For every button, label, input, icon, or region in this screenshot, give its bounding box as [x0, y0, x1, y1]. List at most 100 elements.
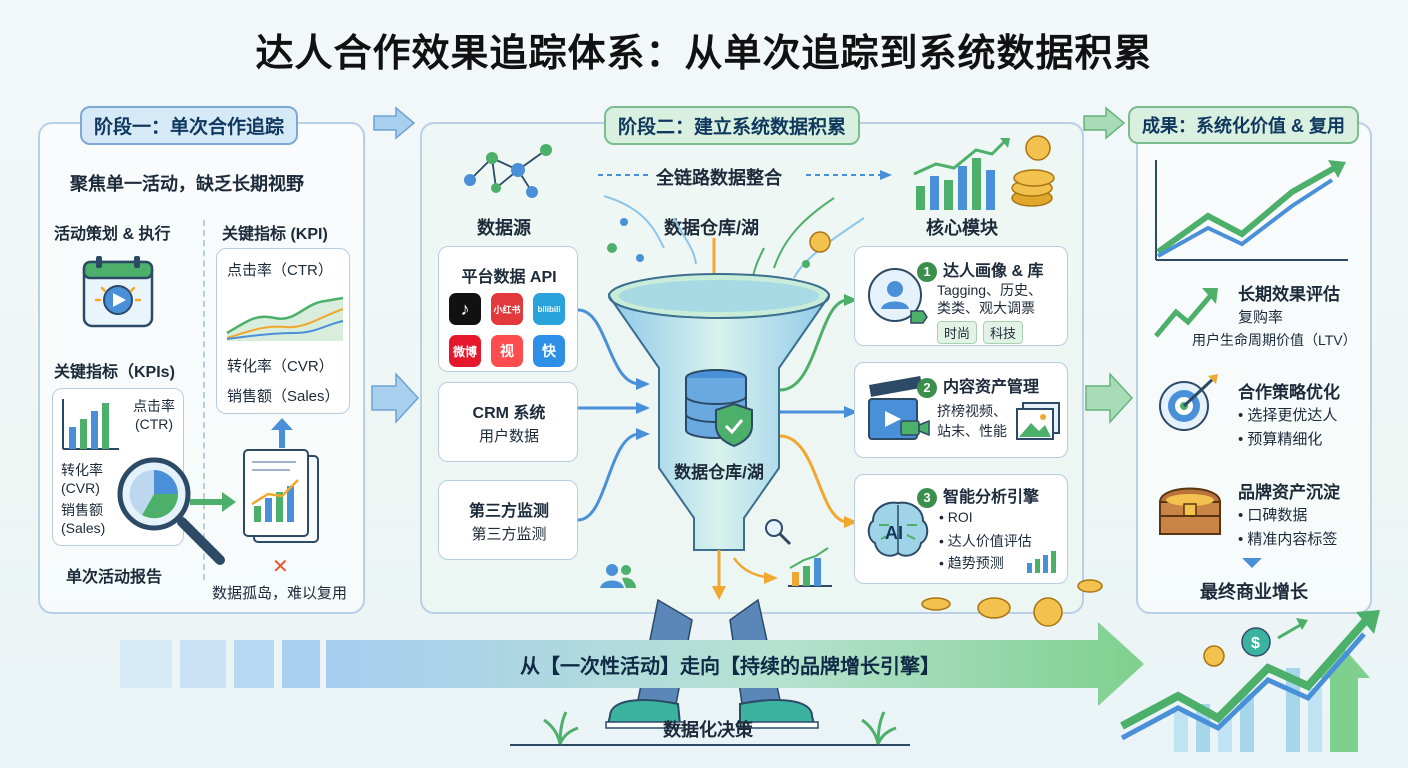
xiaohongshu-icon: 小红书	[491, 293, 523, 325]
ai-brain-icon	[863, 495, 933, 565]
growth-coins-icon	[906, 135, 1056, 212]
module-number: 2	[917, 378, 937, 398]
report-sales: 销售额 (Sales)	[61, 502, 106, 536]
integration-label: 全链路数据整合	[656, 168, 782, 188]
down-arrow-icon	[1242, 558, 1262, 568]
report-label: 单次活动报告	[66, 569, 163, 586]
result-title: 合作策略优化	[1238, 383, 1340, 402]
source-title: 平台数据 API	[461, 269, 557, 286]
mini-bar-icon	[1027, 551, 1056, 573]
kpi-box-title: 关键指标 (KPI)	[222, 226, 328, 243]
module-arrows	[779, 294, 858, 528]
treasure-chest-icon	[1154, 476, 1226, 538]
document-chart-icon	[240, 448, 322, 546]
source-label: 数据源	[477, 218, 531, 238]
module-item: • ROI	[939, 509, 973, 525]
source-title: 第三方监测	[468, 503, 549, 520]
source-third-party: 第三方监测 第三方监测	[438, 480, 578, 560]
modules-label: 核心模块	[926, 218, 998, 238]
weibo-icon: 微博	[449, 335, 481, 367]
calendar-play-icon	[82, 254, 154, 328]
profile-icon	[865, 265, 929, 329]
bar-chart-small-icon	[786, 546, 834, 588]
report-to-doc-arrow	[190, 492, 236, 512]
result-line: • 精准内容标签	[1238, 531, 1338, 548]
plan-label: 活动策划 & 执行	[54, 226, 171, 243]
stage1-tag: 阶段一：单次合作追踪	[80, 106, 299, 145]
doc-up-arrow	[271, 418, 293, 448]
kpi-box: 点击率（CTR） 转化率（CVR） 销售额（Sales）	[216, 248, 350, 414]
module-desc: Tagging、历史、 类类、观大调票	[937, 282, 1043, 316]
silo-text: 数据孤岛，难以复用	[212, 585, 348, 602]
magnifier-pie-icon	[112, 452, 232, 572]
source-crm: CRM 系统 用户数据	[438, 382, 578, 462]
tag-chip: 科技	[983, 321, 1024, 344]
source-platform-api: 平台数据 API ♪ 小红书 bilibili 微博 视 快	[438, 246, 578, 372]
result-title: 长期效果评估	[1238, 285, 1340, 304]
arrow-stage1-to-stage2-top	[373, 106, 416, 140]
result-title: 品牌资产沉淀	[1238, 483, 1340, 502]
bilibili-icon: bilibili	[533, 293, 565, 325]
kpi-item-ctr: 点击率（CTR）	[227, 262, 333, 279]
report-bar-chart	[62, 399, 119, 450]
app-icon-grid: ♪ 小红书 bilibili 微博 视 快	[449, 293, 573, 367]
stage1-divider	[203, 220, 205, 580]
report-cvr: 转化率 (CVR)	[61, 462, 103, 496]
banner-text: 从【一次性活动】走向【持续的品牌增长引擎】	[520, 656, 940, 678]
integration-arrow	[598, 170, 892, 180]
kpi-item-cvr: 转化率（CVR）	[227, 358, 334, 375]
module-number: 1	[917, 262, 937, 282]
source-title: CRM 系统	[472, 405, 546, 422]
result-line: • 口碑数据	[1238, 507, 1308, 524]
douyin-icon: ♪	[449, 293, 481, 325]
magnifier-small-icon	[762, 516, 792, 546]
module-item: • 趋势预测	[939, 555, 1004, 571]
source-sub: 用户数据	[478, 428, 539, 445]
svg-text:$: $	[1251, 635, 1260, 652]
image-gallery-icon	[1015, 401, 1061, 443]
result-tag: 成果：系统化价值 & 复用	[1128, 106, 1359, 144]
source-sub: 第三方监测	[471, 526, 547, 543]
decision-label: 数据化决策	[663, 720, 753, 740]
ai-label: AI	[885, 523, 903, 543]
bottom-growth-chart: $	[1120, 610, 1380, 752]
kpi-item-sales: 销售额（Sales）	[227, 388, 340, 405]
banner-arrow	[326, 622, 1144, 706]
result-line: • 选择更优达人	[1238, 407, 1338, 424]
arrow-stage2-to-result-mid	[1085, 372, 1134, 424]
target-icon	[1156, 372, 1222, 434]
source-arrows	[577, 308, 650, 522]
trend-up-icon	[1154, 288, 1218, 338]
banner-blocks	[120, 640, 330, 688]
result-line: • 预算精细化	[1238, 431, 1323, 448]
stage1-subtitle: 聚焦单一活动，缺乏长期视野	[70, 174, 304, 194]
arrow-stage2-to-result-top	[1083, 106, 1126, 140]
network-icon	[460, 140, 560, 202]
plant-right-icon	[858, 704, 898, 745]
tag-chips: 时尚科技	[937, 321, 1029, 344]
video-app-icon: 视	[491, 335, 523, 367]
final-growth-label: 最终商业增长	[1200, 582, 1308, 602]
kpi-trend-chart	[226, 296, 344, 341]
plant-left-icon	[540, 704, 580, 745]
warehouse-label: 数据仓库/湖	[664, 218, 760, 238]
report-ctr: 点击率 (CTR)	[133, 398, 175, 432]
result-line: 用户生命周期价值（LTV）	[1192, 332, 1357, 348]
module-number: 3	[917, 488, 937, 508]
result-growth-chart	[1155, 160, 1348, 261]
funnel-label: 数据仓库/湖	[674, 463, 764, 482]
kuaishou-icon: 快	[533, 335, 565, 367]
stage2-tag: 阶段二：建立系统数据积累	[604, 106, 861, 145]
arrow-stage1-to-stage2-mid	[371, 372, 420, 424]
result-line: 复购率	[1238, 309, 1284, 326]
coins-decoration	[916, 574, 1106, 634]
page-title: 达人合作效果追踪体系：从单次追踪到系统数据积累	[255, 33, 1153, 75]
film-camera-icon	[863, 375, 933, 447]
ground-line	[510, 744, 910, 746]
